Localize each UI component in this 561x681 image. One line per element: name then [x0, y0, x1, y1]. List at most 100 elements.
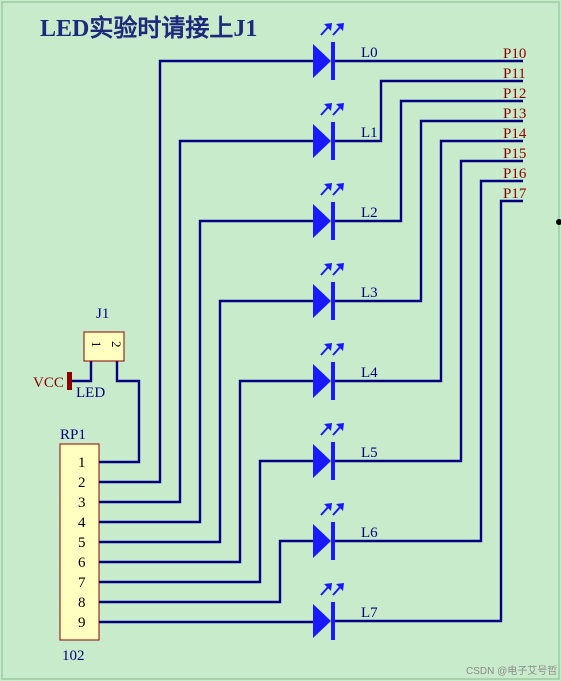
led-cathode-bar	[331, 202, 335, 240]
led-cathode-bar	[331, 602, 335, 640]
port-label: P17	[503, 186, 527, 202]
led-label: L3	[361, 285, 378, 301]
resistor-pack-pins: 1 2 3 4 5 6 7 8 9	[78, 455, 86, 631]
led-emission-arrowhead	[336, 423, 344, 431]
led-emission-arrowhead	[336, 103, 344, 111]
led-label: L5	[361, 445, 378, 461]
port-label: P16	[503, 166, 527, 182]
led-l2[interactable]	[313, 183, 344, 240]
led-triangle	[313, 204, 331, 238]
wire-led-to-port-4	[331, 139, 523, 383]
led-triangle	[313, 444, 331, 478]
resistor-pack-value: 102	[62, 648, 85, 664]
vcc-bar	[67, 372, 72, 390]
led-triangle	[313, 604, 331, 638]
led-emission-arrowhead	[336, 343, 344, 351]
diagram-title: LED实验时请接上J1	[40, 14, 257, 42]
led-cathode-bar	[331, 42, 335, 80]
connector-pin-1: 1	[89, 341, 104, 348]
resistor-pack-body	[59, 443, 100, 641]
led-l5[interactable]	[313, 423, 344, 480]
led-emission-arrowhead	[324, 263, 332, 271]
led-emission-arrowhead	[324, 583, 332, 591]
sheet-edge-dot	[556, 219, 561, 225]
wire-rp-to-led-5	[99, 459, 313, 584]
led-emission-arrowhead	[336, 503, 344, 511]
resistor-pack-rp1[interactable]: RP1 1 2 3 4 5 6 7 8 9 102	[59, 427, 100, 664]
led-label: L6	[361, 525, 378, 541]
led-emission-arrowhead	[324, 503, 332, 511]
led-cathode-bar	[331, 282, 335, 320]
wire-j1-to-rp1	[99, 361, 141, 464]
led-label: L2	[361, 205, 378, 221]
led-cathode-bar	[331, 522, 335, 560]
wires-layer	[72, 59, 523, 624]
port-label: P11	[503, 66, 526, 82]
led-emission-arrowhead	[336, 183, 344, 191]
led-l7[interactable]	[313, 583, 344, 640]
led-emission-arrowhead	[324, 183, 332, 191]
resistor-pack-pin-number: 4	[78, 515, 86, 531]
led-triangle	[313, 284, 331, 318]
resistor-pack-pin-number: 6	[78, 555, 86, 571]
wire-led-to-port-2	[331, 99, 523, 223]
wire-led-to-port-6	[331, 179, 523, 543]
led-label: L1	[361, 125, 378, 141]
led-label: L7	[361, 605, 378, 621]
led-emission-arrowhead	[336, 263, 344, 271]
led-emission-arrowhead	[324, 343, 332, 351]
led-l6[interactable]	[313, 503, 344, 560]
led-triangle	[313, 364, 331, 398]
port-label: P15	[503, 146, 526, 162]
wire-led-to-port-5	[331, 159, 523, 463]
led-triangle	[313, 524, 331, 558]
led-emission-arrowhead	[324, 423, 332, 431]
connector-body	[83, 331, 125, 362]
wire-rp-to-led-6	[99, 539, 313, 604]
port-label: P12	[503, 86, 526, 102]
resistor-pack-pin-number: 2	[78, 475, 86, 491]
wire-rp-to-led-4	[99, 379, 313, 564]
wire-j1-to-vcc	[72, 361, 93, 383]
wire-rp-to-led-1	[99, 139, 313, 504]
led-label: L4	[361, 365, 378, 381]
port-label: P10	[503, 46, 526, 62]
led-l0[interactable]	[313, 23, 344, 80]
led-emission-arrowhead	[324, 23, 332, 31]
led-emission-arrowhead	[336, 583, 344, 591]
connector-j1[interactable]: J1 1 2	[83, 306, 125, 362]
led-l1[interactable]	[313, 103, 344, 160]
resistor-pack-pin-number: 1	[78, 455, 86, 471]
led-triangle	[313, 124, 331, 158]
leds-layer	[313, 23, 344, 640]
resistor-pack-pin-number: 3	[78, 495, 86, 511]
led-net-label: LED	[76, 385, 105, 401]
wire-led-to-port-3	[331, 119, 523, 303]
resistor-pack-ref: RP1	[60, 427, 86, 443]
led-l4[interactable]	[313, 343, 344, 400]
wire-led-to-port-1	[331, 79, 523, 143]
connector-pin-2: 2	[109, 341, 124, 348]
led-triangle	[313, 44, 331, 78]
led-emission-arrowhead	[336, 23, 344, 31]
led-l3[interactable]	[313, 263, 344, 320]
resistor-pack-pin-number: 9	[78, 615, 86, 631]
wire-rp-to-led-3	[99, 299, 313, 544]
connector-ref: J1	[96, 306, 109, 322]
led-emission-arrowhead	[324, 103, 332, 111]
port-label: P14	[503, 126, 527, 142]
port-label: P13	[503, 106, 526, 122]
led-cathode-bar	[331, 122, 335, 160]
wire-rp-to-led-0	[99, 59, 313, 484]
resistor-pack-pin-number: 7	[78, 575, 86, 591]
wire-rp-to-led-2	[99, 219, 313, 524]
resistor-pack-pin-number: 8	[78, 595, 86, 611]
led-label: L0	[361, 45, 378, 61]
wire-led-to-port-7	[331, 199, 523, 623]
resistor-pack-pin-number: 5	[78, 535, 86, 551]
